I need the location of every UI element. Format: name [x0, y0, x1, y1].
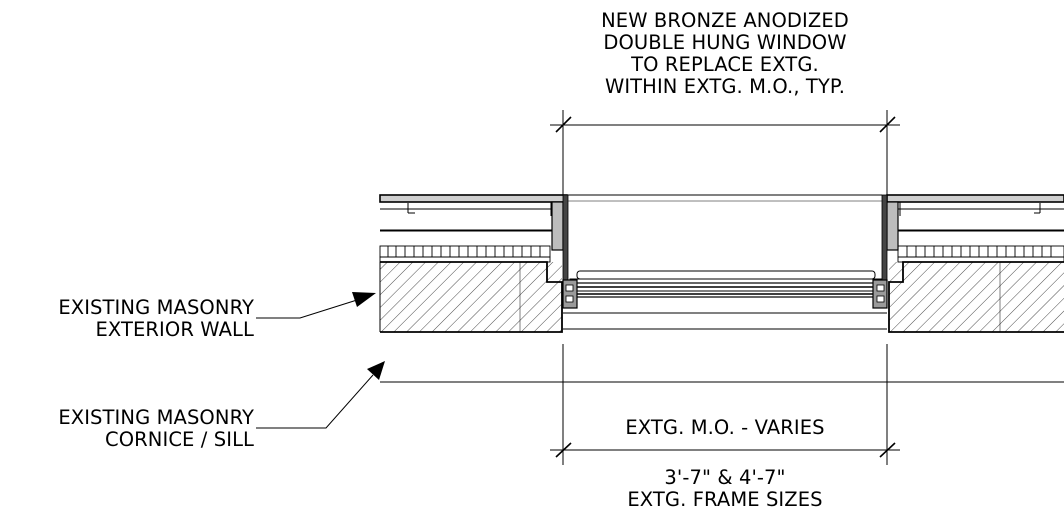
double-hung-window-section — [562, 194, 888, 330]
opening-dimension-text: EXTG. M.O. - VARIES — [625, 416, 825, 439]
wall-note-line-1: EXISTING MASONRY — [58, 296, 254, 319]
sill-note-line-1: EXISTING MASONRY — [58, 406, 254, 429]
left-jamb-insulation — [551, 201, 564, 251]
frame-sizes-line-1: 3'-7" & 4'-7" — [664, 466, 786, 489]
left-head-flashing — [379, 194, 568, 232]
left-brick-course — [379, 245, 551, 263]
left-masonry-wall — [379, 261, 563, 333]
wall-note-leader — [256, 292, 376, 319]
sill-note-leader — [256, 361, 385, 429]
wall-note-line-2: EXTERIOR WALL — [95, 318, 254, 341]
window-note: NEW BRONZE ANODIZED DOUBLE HUNG WINDOW T… — [540, 10, 910, 98]
top-dimension-line — [550, 110, 900, 200]
right-head-flashing — [886, 194, 1064, 232]
bottom-dimension-line — [550, 344, 900, 465]
window-note-line-1: NEW BRONZE ANODIZED — [601, 9, 849, 32]
right-masonry-wall — [888, 261, 1064, 333]
wall-note: EXISTING MASONRY EXTERIOR WALL — [0, 297, 254, 341]
sill-note: EXISTING MASONRY CORNICE / SILL — [0, 407, 254, 451]
right-jamb-insulation — [886, 201, 899, 251]
window-note-line-4: WITHIN EXTG. M.O., TYP. — [604, 75, 846, 98]
window-note-line-2: DOUBLE HUNG WINDOW — [603, 31, 847, 54]
right-brick-course — [897, 245, 1064, 263]
frame-sizes-note: 3'-7" & 4'-7" EXTG. FRAME SIZES — [563, 467, 887, 511]
window-note-line-3: TO REPLACE EXTG. — [631, 53, 819, 76]
sill-note-line-2: CORNICE / SILL — [104, 428, 254, 451]
frame-sizes-line-2: EXTG. FRAME SIZES — [627, 488, 823, 511]
